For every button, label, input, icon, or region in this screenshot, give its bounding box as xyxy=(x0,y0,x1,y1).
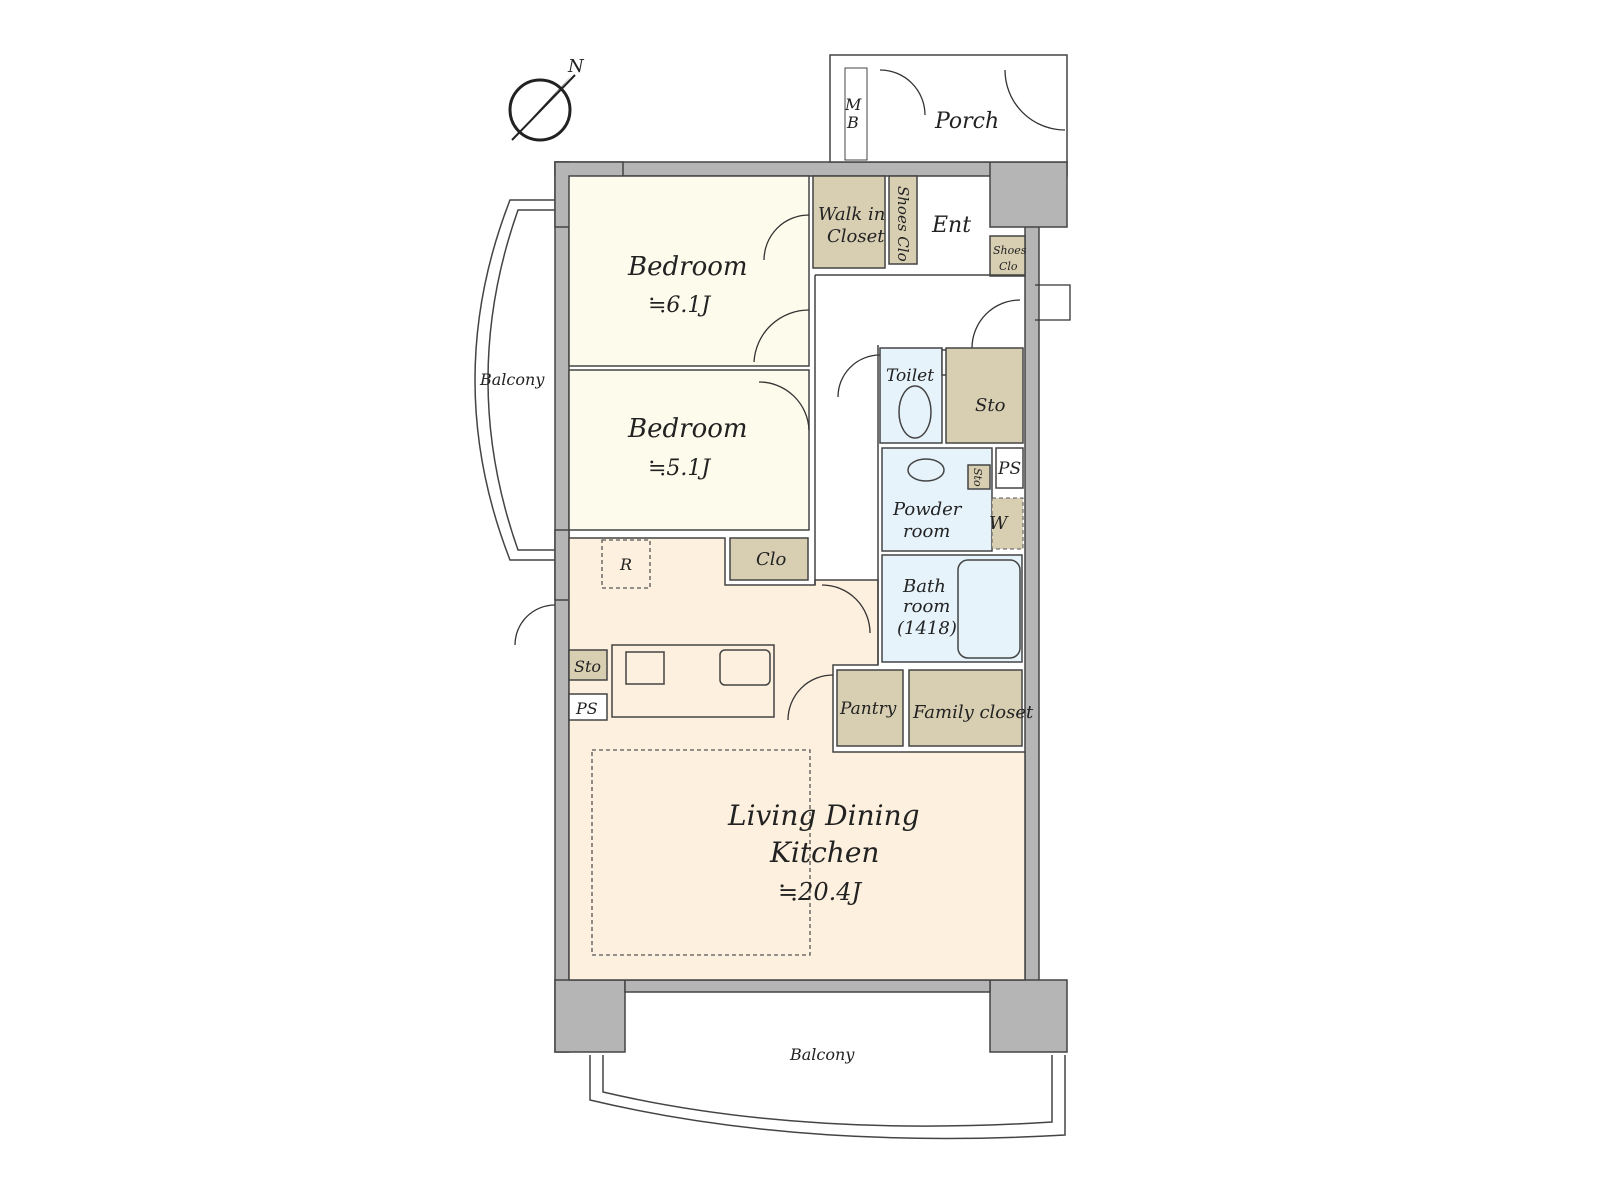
column xyxy=(989,979,1068,1053)
ldk-size: ≒20.4J xyxy=(778,878,863,906)
door xyxy=(763,214,810,261)
shoes-closet-2 xyxy=(989,235,1026,277)
svg-text:B: B xyxy=(846,113,859,132)
walk-in-closet xyxy=(812,175,886,269)
washer-label: W xyxy=(989,513,1009,534)
kitchen-storage-label: Sto xyxy=(574,657,601,676)
door xyxy=(753,309,810,363)
svg-text:Sto: Sto xyxy=(971,468,984,487)
closet xyxy=(729,537,809,581)
sink-icon xyxy=(907,458,945,482)
walk-in-closet-label: Walk in xyxy=(818,204,885,225)
dining-area-outline xyxy=(591,749,811,956)
column xyxy=(554,979,626,1053)
balcony-west-outline xyxy=(474,199,555,561)
pantry-label: Pantry xyxy=(839,699,897,719)
balcony-south-outline xyxy=(589,1055,1066,1140)
toilet-label: Toilet xyxy=(886,366,934,386)
shoes-closet-1-label: Shoes Clo xyxy=(894,186,912,262)
ldk-label: Living Dining xyxy=(727,799,920,832)
compass-north-label: N xyxy=(567,56,585,77)
door xyxy=(758,381,810,431)
bathroom xyxy=(881,554,1023,663)
compass: N xyxy=(508,56,585,142)
porch-label: Porch xyxy=(934,109,999,134)
balcony-south-label: Balcony xyxy=(789,1045,855,1064)
storage xyxy=(945,347,1024,444)
family-closet xyxy=(908,669,1023,747)
bedroom-1-label: Bedroom xyxy=(627,252,748,282)
toilet-icon xyxy=(898,385,932,439)
pantry xyxy=(836,669,904,747)
bathroom-label: Bath xyxy=(902,576,946,597)
svg-text:Kitchen: Kitchen xyxy=(769,836,879,869)
kitchen-sink-icon xyxy=(719,649,771,686)
ps-label: PS xyxy=(997,459,1021,479)
svg-text:room: room xyxy=(903,521,950,542)
svg-text:Closet: Closet xyxy=(827,226,885,247)
column xyxy=(989,161,1068,228)
bathtub-icon xyxy=(957,559,1021,659)
family-closet-label: Family closet xyxy=(912,702,1034,723)
bedroom-2-label: Bedroom xyxy=(627,414,748,444)
svg-text:room: room xyxy=(903,596,950,617)
svg-text:Clo: Clo xyxy=(999,260,1018,273)
fridge-label: R xyxy=(619,555,632,574)
closet-label: Clo xyxy=(756,549,787,570)
entrance-label: Ent xyxy=(931,213,971,238)
bedroom-2 xyxy=(568,369,810,531)
balcony-west-label: Balcony xyxy=(479,370,545,389)
kitchen-counter xyxy=(611,644,775,718)
compass-ring xyxy=(508,78,572,142)
storage-label: Sto xyxy=(975,395,1006,416)
bedroom-2-size: ≒5.1J xyxy=(648,456,711,481)
fridge-space xyxy=(601,539,651,589)
mb-label: M xyxy=(844,95,862,114)
stove-icon xyxy=(625,651,665,685)
svg-text:(1418): (1418) xyxy=(897,618,957,639)
bedroom-1 xyxy=(568,175,810,367)
kitchen-ps-label: PS xyxy=(575,699,598,718)
powder-room-label: Powder xyxy=(892,499,963,520)
svg-text:Shoes: Shoes xyxy=(993,244,1027,257)
bedroom-1-size: ≒6.1J xyxy=(648,293,711,318)
shoes-closet-1 xyxy=(888,175,918,265)
toilet-room xyxy=(879,347,943,444)
